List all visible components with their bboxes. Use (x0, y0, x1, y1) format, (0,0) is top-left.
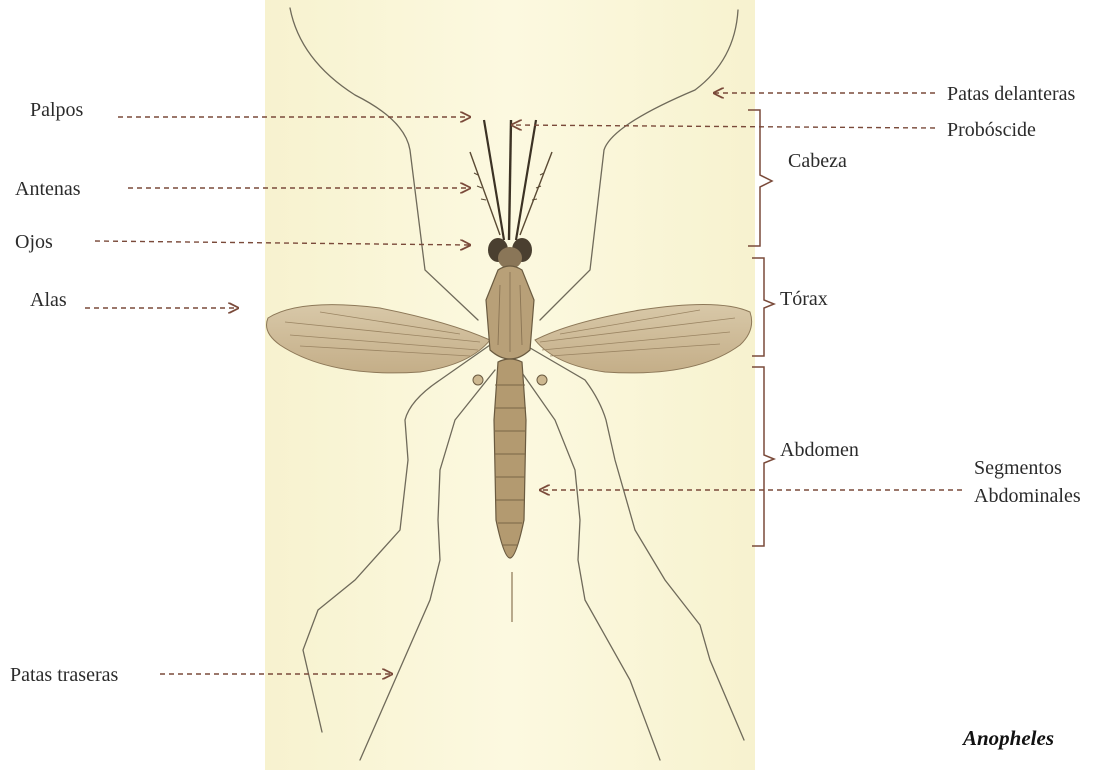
label-ojos: Ojos (15, 231, 53, 253)
label-torax: Tórax (780, 288, 828, 310)
label-alas: Alas (30, 289, 67, 311)
label-cabeza: Cabeza (788, 150, 847, 172)
label-segmentos: Segmentos (974, 457, 1062, 479)
label-proboscide: Probóscide (947, 119, 1036, 141)
species-name: Anopheles (961, 726, 1054, 750)
label-patas-traseras: Patas traseras (10, 664, 119, 686)
label-palpos: Palpos (30, 99, 84, 121)
brace-torax (752, 258, 774, 356)
label-abdominales: Abdominales (974, 485, 1081, 507)
label-patas-delanteras: Patas delanteras (947, 83, 1075, 105)
label-antenas: Antenas (15, 178, 81, 200)
brace-abdomen (752, 367, 774, 546)
label-abdomen: Abdomen (780, 439, 859, 461)
